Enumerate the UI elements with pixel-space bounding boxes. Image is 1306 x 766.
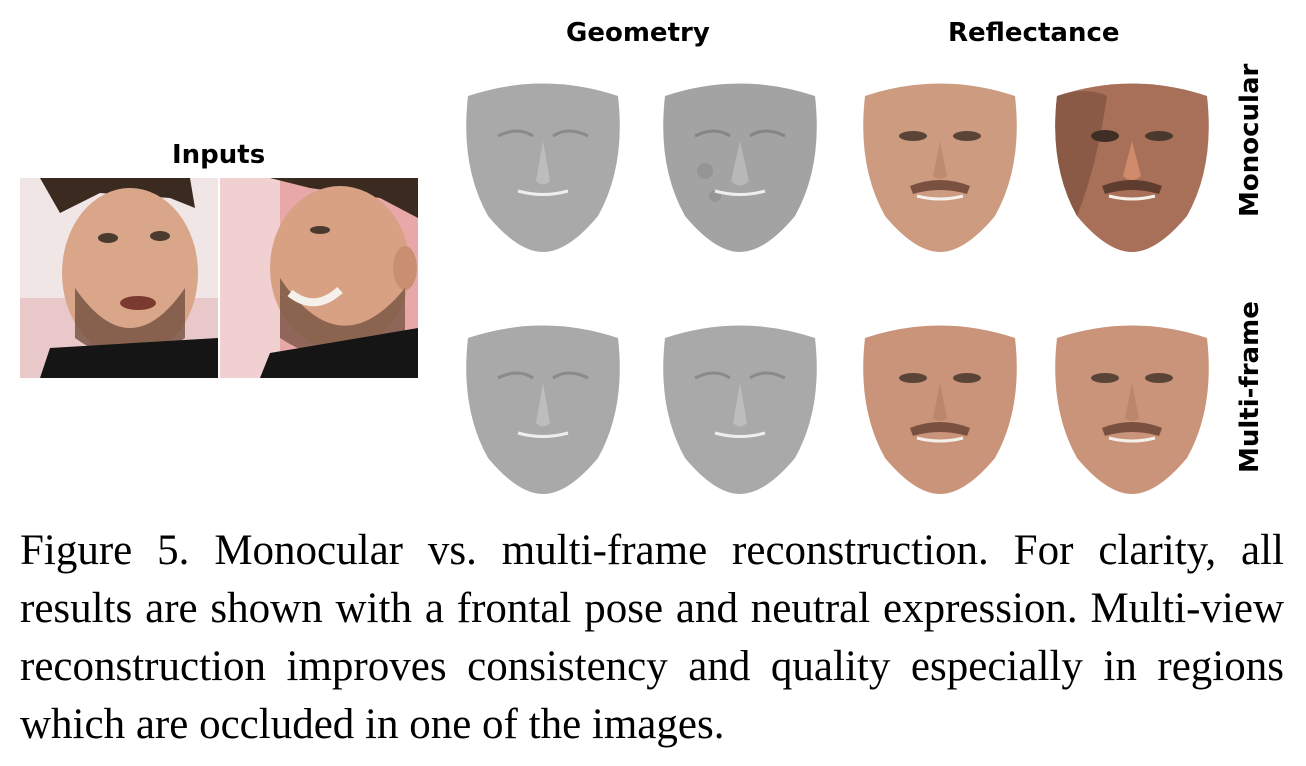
geometry-header: Geometry bbox=[566, 18, 710, 48]
input-photo-1 bbox=[20, 178, 218, 378]
geometry-monocular-face-1 bbox=[458, 76, 628, 257]
geometry-monocular-face-2 bbox=[655, 76, 825, 257]
geometry-multiframe-face-1 bbox=[458, 318, 628, 499]
input-photo-2-image bbox=[220, 178, 418, 378]
multi-frame-row-label: Multi-frame bbox=[1235, 301, 1265, 473]
inputs-header: Inputs bbox=[172, 140, 266, 170]
figure-caption: Figure 5. Monocular vs. multi-frame reco… bbox=[20, 527, 1284, 748]
reflectance-monocular-face-1 bbox=[855, 76, 1025, 257]
reflectance-multiframe-face-1 bbox=[855, 318, 1025, 499]
geometry-multiframe-face-2 bbox=[655, 318, 825, 499]
reflectance-monocular-face-2 bbox=[1047, 76, 1217, 257]
input-photo-1-image bbox=[20, 178, 218, 378]
reflectance-multiframe-face-2 bbox=[1047, 318, 1217, 499]
reflectance-header: Reflectance bbox=[948, 18, 1120, 48]
input-photo-2 bbox=[220, 178, 418, 378]
monocular-row-label: Monocular bbox=[1235, 63, 1265, 217]
